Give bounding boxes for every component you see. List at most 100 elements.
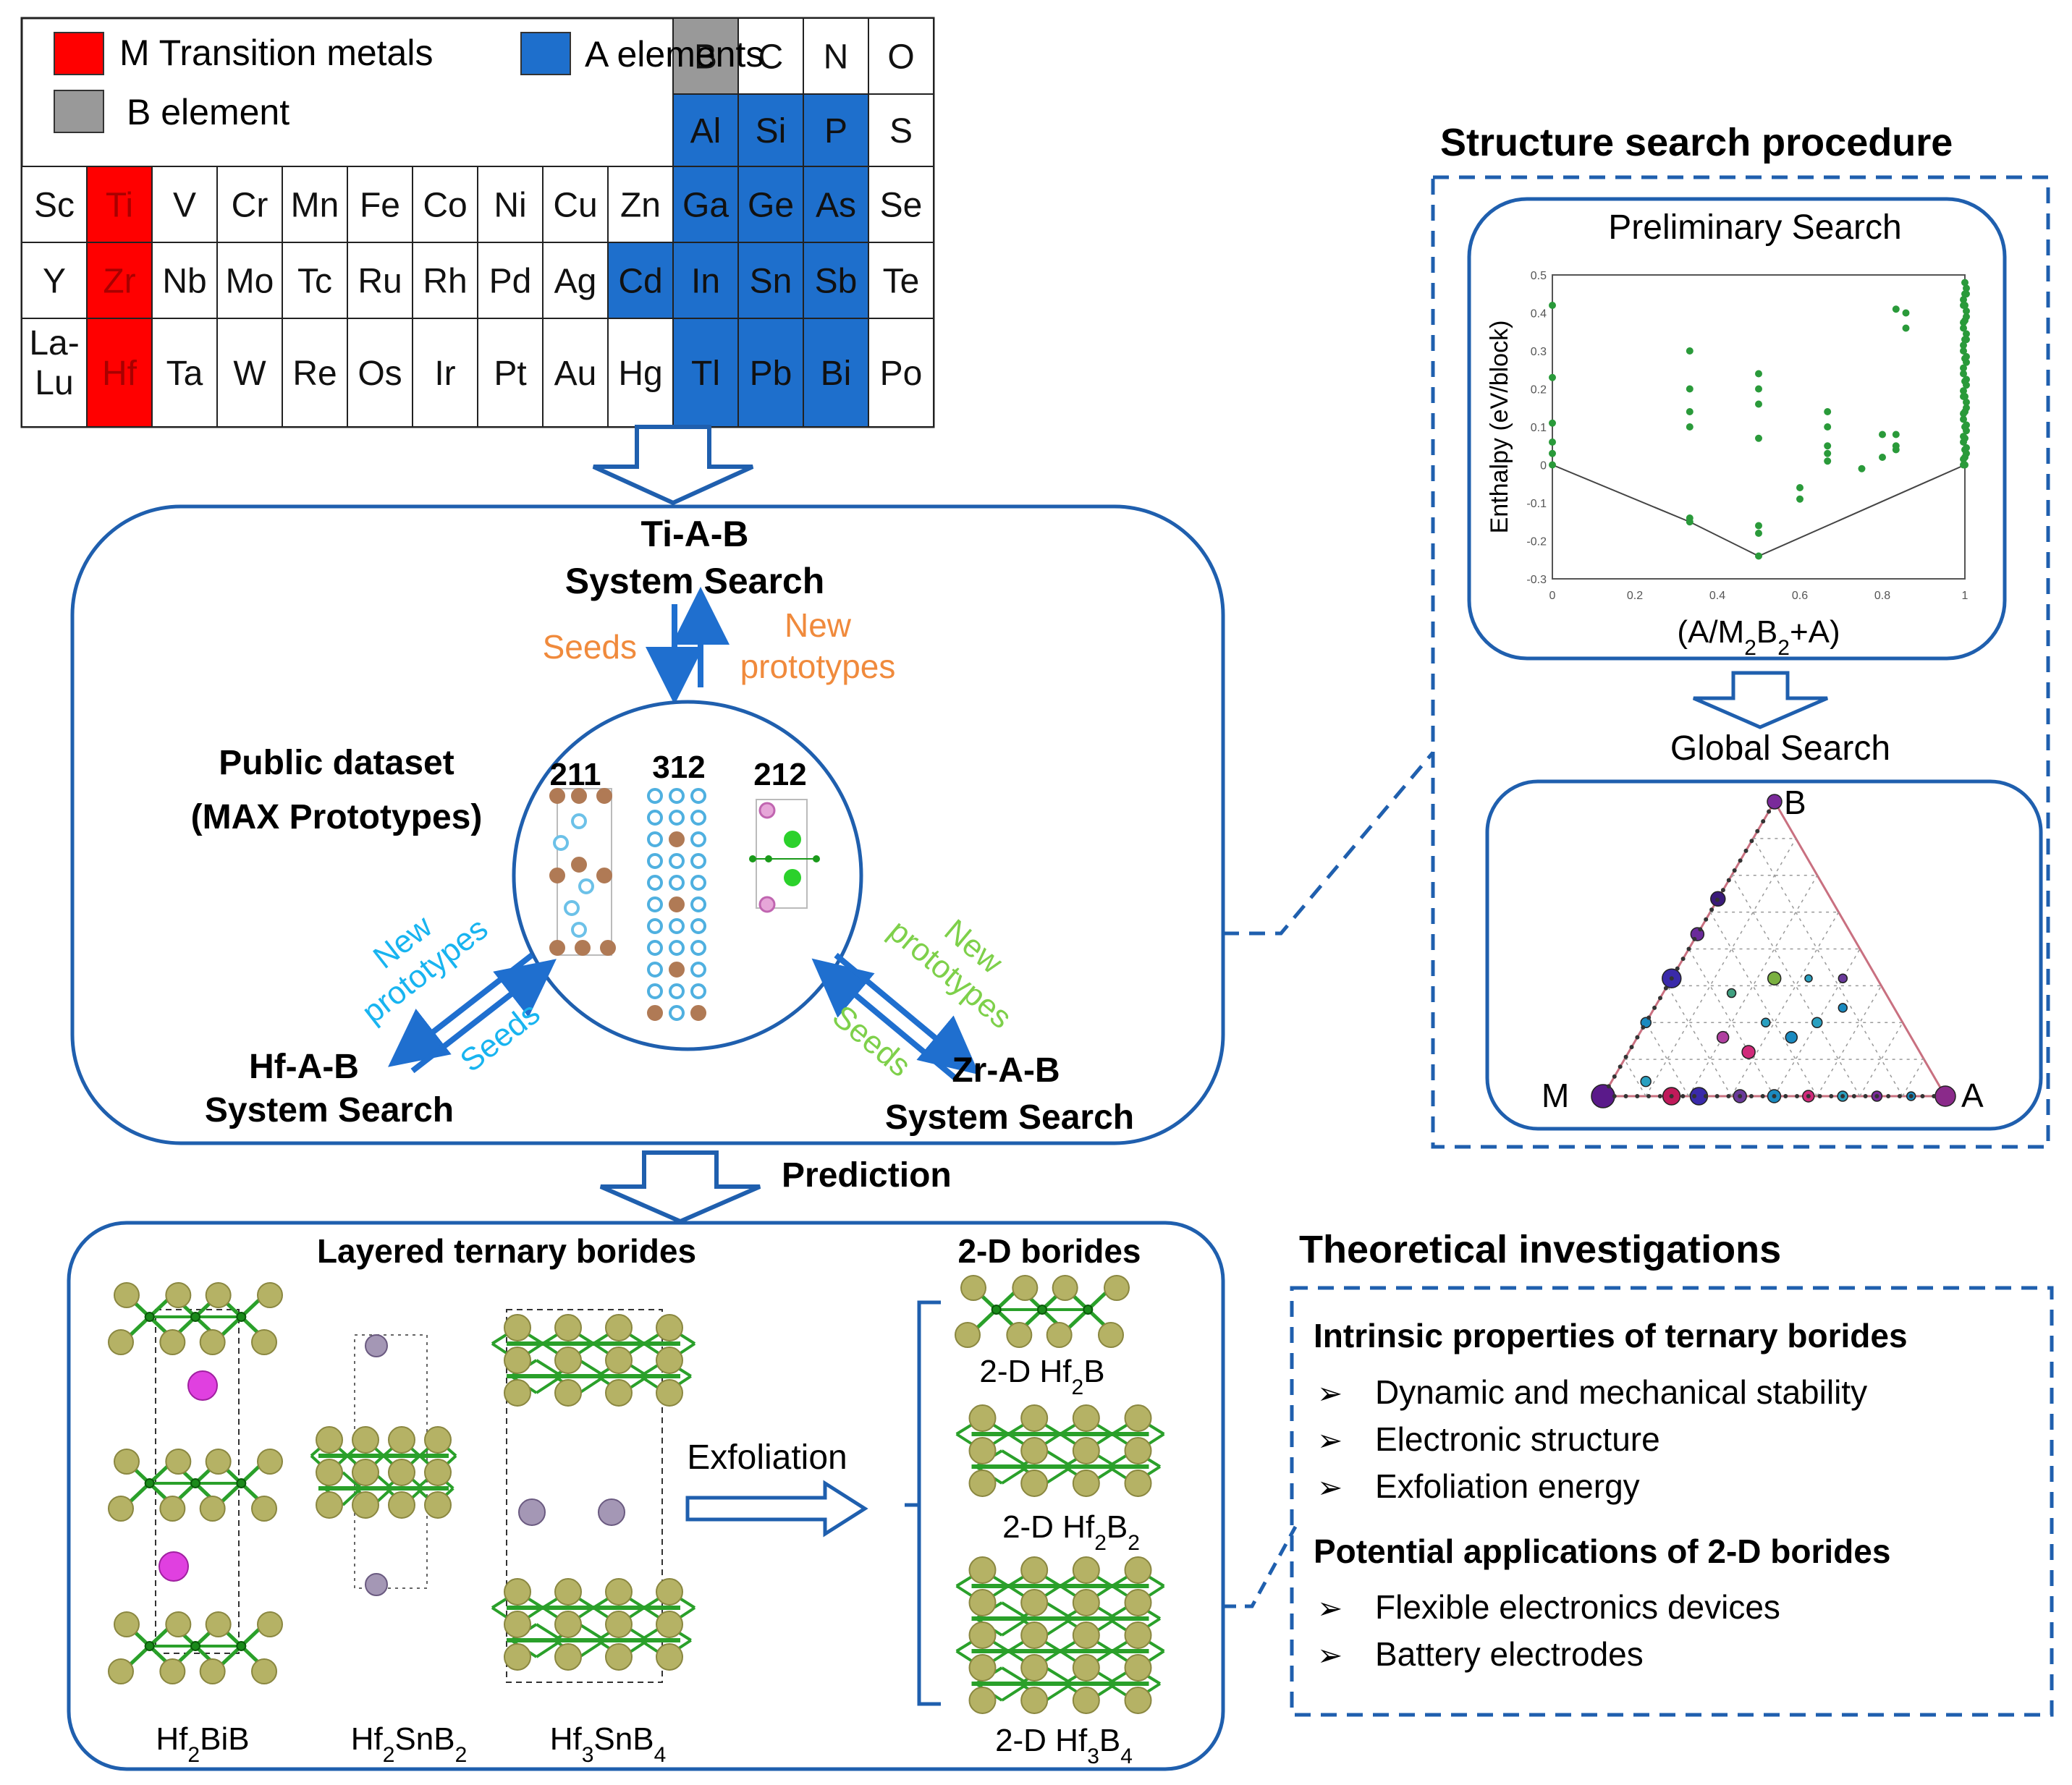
ternary-point xyxy=(1908,1094,1914,1098)
data-point xyxy=(1824,457,1832,465)
atom xyxy=(205,1449,232,1475)
atom xyxy=(758,802,776,819)
ternary-point xyxy=(1738,1094,1743,1098)
data-point xyxy=(1796,495,1804,503)
element-cell: Fe xyxy=(347,166,413,243)
atom xyxy=(316,1491,343,1519)
y-tick-label: 0.2 xyxy=(1531,384,1547,397)
ternary-point xyxy=(1863,1094,1868,1098)
data-point xyxy=(1963,444,1970,451)
atom xyxy=(669,983,685,999)
atom xyxy=(571,857,587,873)
element-symbol: La- xyxy=(29,324,79,362)
ternary-point xyxy=(1640,1017,1652,1028)
atom xyxy=(955,1322,981,1348)
atom xyxy=(554,1643,582,1671)
legend-a-label: A elements xyxy=(585,34,764,75)
data-point xyxy=(1963,449,1970,457)
data-point xyxy=(1960,387,1967,395)
element-cell: W xyxy=(216,318,283,428)
element-symbol: Ni xyxy=(494,187,526,225)
data-point xyxy=(1963,427,1970,435)
element-cell: Po xyxy=(868,318,934,428)
legend-a-swatch xyxy=(520,32,571,75)
element-symbol: Os xyxy=(358,355,402,393)
data-point xyxy=(1686,347,1693,355)
atom xyxy=(388,1459,415,1486)
data-point xyxy=(1960,347,1967,355)
data-point xyxy=(1755,552,1762,560)
prototype-structures xyxy=(549,788,820,1021)
atom xyxy=(968,1687,997,1714)
element-cell: S xyxy=(868,93,934,167)
ternary-point xyxy=(1838,973,1848,983)
element-symbol: Pb xyxy=(750,355,792,393)
atom xyxy=(159,1329,186,1355)
atom xyxy=(647,810,663,826)
element-cell: Cd xyxy=(607,242,674,319)
atom xyxy=(504,1643,531,1671)
atom xyxy=(968,1470,997,1497)
ternary-point xyxy=(1732,868,1737,873)
data-point xyxy=(1824,408,1832,415)
atom xyxy=(596,868,612,883)
atom xyxy=(1020,1654,1049,1682)
label-hf3snb4: Hf3SnB4 xyxy=(550,1721,667,1767)
atom xyxy=(1072,1687,1100,1714)
data-point xyxy=(1879,431,1886,438)
y-tick-label: -0.3 xyxy=(1526,574,1547,586)
element-cell: Sn xyxy=(737,242,804,319)
atom xyxy=(656,1611,683,1638)
atom xyxy=(159,1658,186,1684)
element-cell: Ag xyxy=(542,242,609,319)
layered-title: Layered ternary borides xyxy=(317,1232,696,1270)
data-point xyxy=(1960,342,1967,349)
atom xyxy=(424,1426,452,1454)
ternary-point xyxy=(1749,839,1754,844)
ternary-point xyxy=(1591,1084,1615,1108)
element-symbol: Bi xyxy=(821,355,852,393)
atom xyxy=(1020,1687,1049,1714)
bullet-icon: ➢ xyxy=(1317,1590,1342,1626)
atom xyxy=(784,831,801,848)
ti-title-1: Ti-A-B xyxy=(640,514,748,554)
list-item: Exfoliation energy xyxy=(1375,1467,1640,1505)
atom xyxy=(190,1641,200,1651)
ternary-point xyxy=(1743,848,1748,853)
atom xyxy=(1020,1470,1049,1497)
element-symbol: O xyxy=(887,38,914,77)
atom xyxy=(605,1347,633,1374)
list-item: Dynamic and mechanical stability xyxy=(1375,1373,1867,1411)
ternary-point xyxy=(1635,1094,1640,1098)
atom xyxy=(158,1551,189,1582)
element-symbol: Fe xyxy=(360,187,400,225)
element-symbol: Mo xyxy=(226,263,274,301)
atom xyxy=(968,1437,997,1464)
data-point xyxy=(1686,423,1693,431)
element-symbol: Pd xyxy=(489,263,532,301)
ternary-point xyxy=(1641,1025,1646,1030)
data-point xyxy=(1755,385,1762,393)
data-point xyxy=(1960,370,1967,378)
data-point xyxy=(1960,438,1967,446)
element-cell: Tl xyxy=(672,318,739,428)
element-symbol: Tc xyxy=(297,263,332,301)
ternary-point xyxy=(1817,1094,1822,1098)
atom xyxy=(1072,1589,1100,1616)
element-symbol: Rh xyxy=(423,263,467,301)
atom xyxy=(1020,1404,1049,1432)
ternary-point xyxy=(1680,957,1686,962)
element-cell: As xyxy=(803,166,869,243)
plot-points xyxy=(1549,279,1970,560)
atom xyxy=(647,788,663,804)
element-symbol: As xyxy=(816,187,856,225)
ternary-point xyxy=(1669,976,1674,981)
atom xyxy=(656,1578,683,1606)
ternary-triangle xyxy=(1601,800,1948,1098)
data-point xyxy=(1960,296,1967,304)
ternary-point xyxy=(1934,1085,1956,1107)
ternary-point xyxy=(1748,1094,1754,1098)
zr-title-1: Zr-A-B xyxy=(952,1051,1060,1090)
ternary-point xyxy=(1652,1005,1657,1010)
